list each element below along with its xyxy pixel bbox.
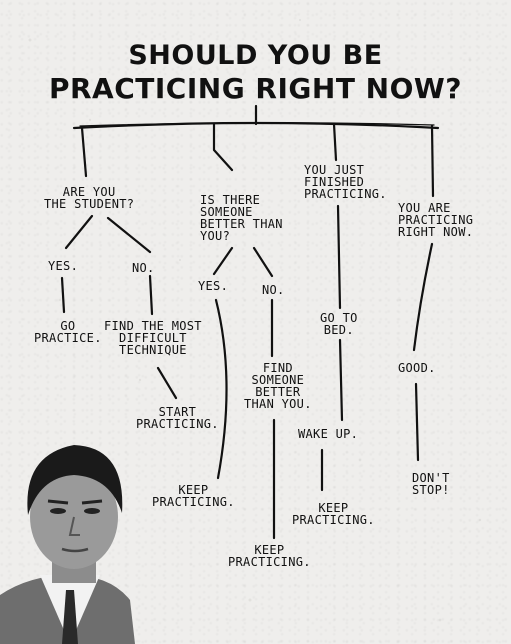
node-student-yes: YES. (48, 259, 79, 273)
title-line-2: PRACTICING RIGHT NOW? (48, 72, 463, 105)
node-student-no: NO. (132, 261, 155, 275)
node-keep-practicing-1: KEEP PRACTICING. (152, 483, 235, 509)
portrait-photo (0, 445, 135, 644)
finished-to-bed (336, 204, 342, 310)
drop-practicing (430, 124, 435, 198)
node-keep-practicing-2: KEEP PRACTICING. (228, 543, 311, 569)
find-to-start (156, 366, 178, 400)
node-better-no: NO. (262, 283, 285, 297)
title-line-1: SHOULD YOU BE (128, 40, 383, 71)
node-is-there-someone: IS THERE SOMEONE BETTER THAN YOU? (200, 193, 283, 243)
node-go-practice: GO PRACTICE. (34, 319, 102, 345)
node-are-you-student: ARE YOU THE STUDENT? (44, 185, 135, 211)
node-dont-stop: DON'T STOP! (412, 471, 450, 497)
node-wake-up: WAKE UP. (298, 427, 359, 441)
good-to-dontstop (414, 382, 420, 462)
practicing-to-good (412, 242, 434, 352)
node-good: GOOD. (398, 361, 436, 375)
top-bar-2 (79, 122, 435, 127)
better-to-no (252, 246, 274, 278)
drop-better (212, 122, 234, 172)
bed-to-wake (338, 338, 344, 422)
yes-to-keep1 (214, 298, 228, 480)
node-find-difficult: FIND THE MOST DIFFICULT TECHNIQUE (104, 319, 202, 357)
node-practicing-now: YOU ARE PRACTICING RIGHT NOW. (398, 201, 474, 239)
drop-student (80, 126, 88, 178)
no-to-find (148, 274, 154, 316)
student-to-yes (64, 214, 94, 250)
student-to-no (106, 216, 152, 254)
node-keep-practicing-3: KEEP PRACTICING. (292, 501, 375, 527)
node-go-to-bed: GO TO BED. (320, 311, 358, 337)
better-to-yes (212, 246, 234, 276)
node-better-yes: YES. (198, 279, 229, 293)
node-just-finished: YOU JUST FINISHED PRACTICING. (304, 163, 387, 201)
drop-finished (332, 122, 338, 162)
node-find-someone-better: FIND SOMEONE BETTER THAN YOU. (244, 361, 312, 411)
node-start-practicing: START PRACTICING. (136, 405, 219, 431)
yes-to-go (60, 276, 66, 314)
